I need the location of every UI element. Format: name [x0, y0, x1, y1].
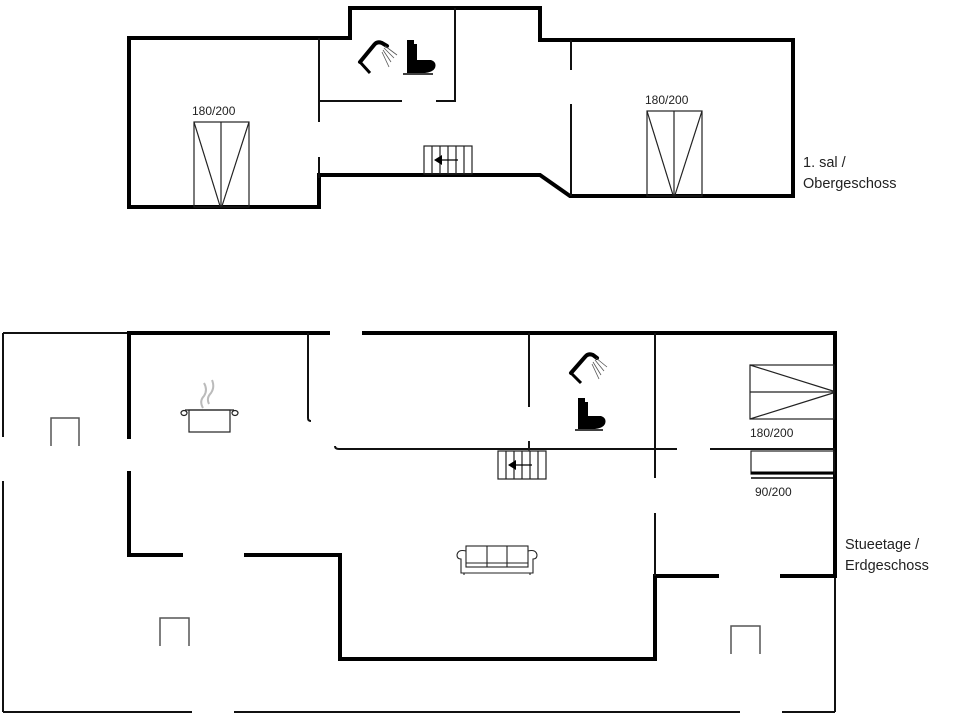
ground-outer-wall — [244, 553, 719, 661]
arrow-left-icon — [434, 155, 442, 165]
double-bed-icon — [193, 121, 250, 208]
floor-label-line: 1. sal / — [803, 155, 846, 171]
stairs-icon — [497, 441, 547, 480]
door-icon — [159, 617, 190, 646]
bed-size-label: 180/200 — [645, 93, 689, 107]
ground-wall — [334, 445, 835, 450]
ground-floor — [2, 331, 837, 713]
toilet-icon — [575, 398, 606, 431]
floor-label-line: Stueetage / — [845, 537, 920, 553]
door-icon — [50, 417, 80, 446]
ground-wall — [307, 333, 312, 422]
arrow-left-icon — [508, 460, 516, 470]
door-icon — [730, 625, 761, 654]
ground-outer-wall — [127, 471, 183, 557]
upper-floor — [127, 6, 795, 209]
bed-size-label: 180/200 — [750, 426, 794, 440]
double-bed-icon — [749, 364, 835, 420]
toilet-icon — [403, 40, 436, 75]
bed-size-label: 180/200 — [192, 104, 236, 118]
stairs-icon — [423, 145, 473, 175]
single-bed-icon — [750, 450, 835, 479]
cooking-pot-icon — [180, 379, 239, 433]
floor-label-upper: 1. sal / Obergeschoss — [803, 153, 897, 195]
floor-label-line: Erdgeschoss — [845, 558, 929, 574]
floor-label-ground: Stueetage / Erdgeschoss — [845, 535, 929, 577]
shower-icon — [569, 352, 608, 385]
bed-size-label: 90/200 — [755, 485, 792, 499]
floor-label-line: Obergeschoss — [803, 176, 897, 192]
double-bed-icon — [646, 110, 703, 197]
sofa-icon — [456, 545, 538, 575]
shower-icon — [358, 40, 398, 75]
